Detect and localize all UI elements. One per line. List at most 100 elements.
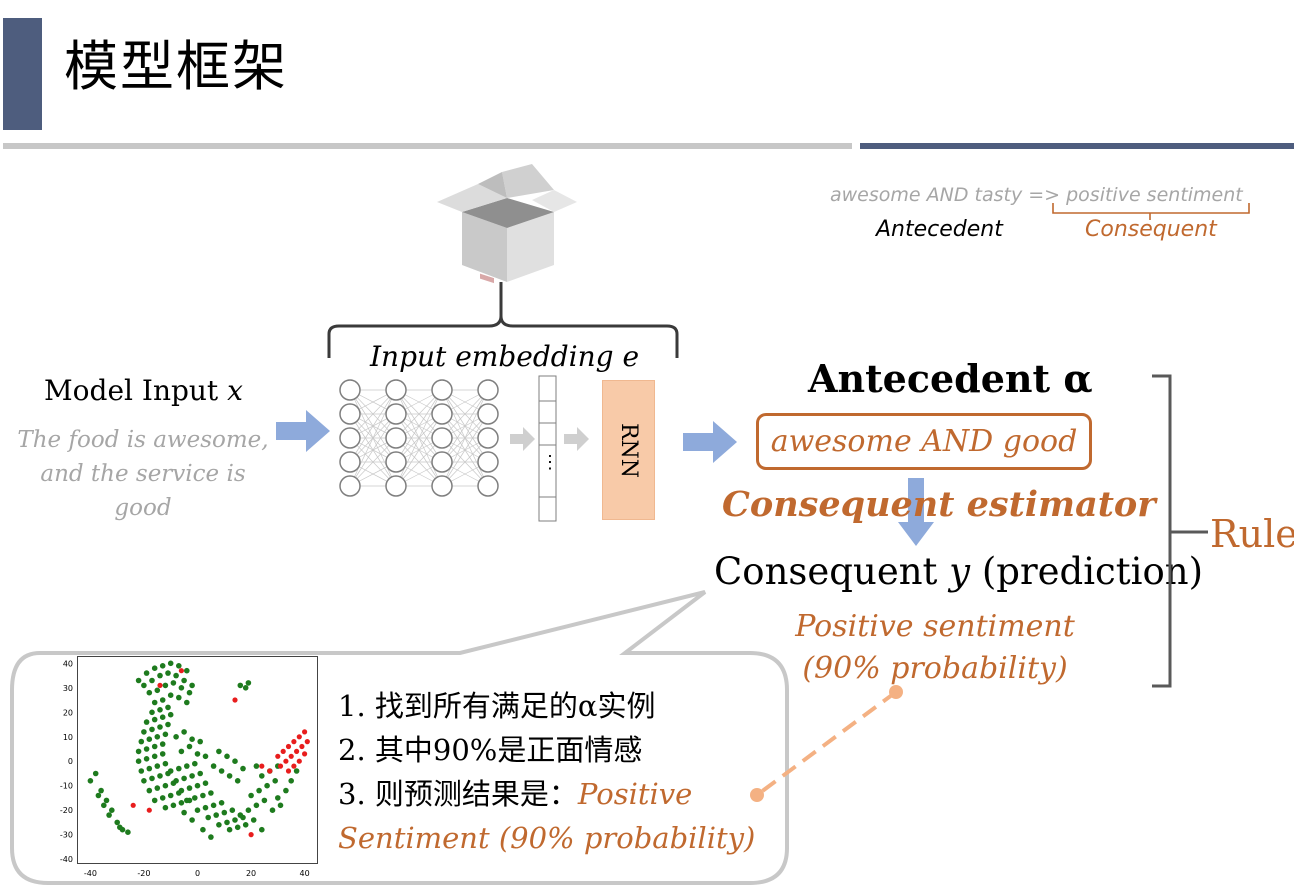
red-point bbox=[232, 697, 238, 703]
green-point bbox=[87, 778, 94, 784]
x-tick-label: -20 bbox=[137, 869, 150, 878]
green-point bbox=[154, 734, 161, 740]
green-point bbox=[125, 829, 131, 835]
green-point bbox=[184, 699, 190, 706]
nn-node bbox=[385, 451, 407, 473]
green-point bbox=[178, 787, 185, 794]
green-point bbox=[149, 775, 155, 782]
nn-node bbox=[431, 379, 453, 401]
green-point bbox=[181, 677, 187, 684]
green-point bbox=[146, 765, 153, 772]
green-point bbox=[143, 719, 150, 725]
green-point bbox=[240, 765, 246, 772]
green-point bbox=[159, 751, 166, 757]
green-point bbox=[167, 768, 174, 774]
example-sentence: The food is awesome, and the service is … bbox=[17, 427, 269, 521]
dashed-connector bbox=[750, 685, 903, 802]
green-point bbox=[186, 743, 193, 750]
green-point bbox=[143, 746, 150, 752]
red-point bbox=[296, 758, 302, 764]
green-point bbox=[135, 677, 142, 684]
step-3: 3. 则预测结果是：Positive bbox=[338, 777, 693, 811]
small-arrow-icon bbox=[564, 427, 589, 451]
green-point bbox=[167, 692, 174, 698]
green-point bbox=[162, 760, 169, 767]
green-point bbox=[208, 790, 214, 796]
green-point bbox=[202, 780, 209, 786]
green-point bbox=[151, 716, 158, 723]
green-point bbox=[159, 714, 166, 720]
nn-node bbox=[385, 379, 407, 401]
antecedent-title: Antecedent α bbox=[808, 356, 1093, 401]
green-point bbox=[178, 685, 185, 691]
red-point bbox=[288, 753, 294, 759]
green-point bbox=[181, 729, 187, 735]
green-point bbox=[253, 763, 260, 769]
step-1: 1. 找到所有满足的α实例 bbox=[338, 689, 656, 723]
green-point bbox=[141, 778, 147, 784]
green-point bbox=[143, 756, 150, 762]
green-point bbox=[189, 773, 195, 779]
green-point bbox=[226, 826, 233, 833]
y-tick-label: -40 bbox=[60, 855, 73, 864]
red-point bbox=[304, 739, 310, 745]
rule-bracket bbox=[1152, 374, 1208, 688]
vector-ellipsis: ⋮ bbox=[541, 452, 559, 473]
green-point bbox=[154, 785, 161, 791]
y-tick-label: 40 bbox=[63, 659, 73, 668]
red-point bbox=[146, 807, 152, 813]
nn-node bbox=[477, 427, 499, 449]
green-point bbox=[184, 763, 190, 769]
antecedent-caption: Antecedent bbox=[876, 217, 1003, 242]
green-point bbox=[205, 814, 211, 821]
green-point bbox=[92, 770, 99, 777]
y-tick-label: 10 bbox=[63, 733, 73, 742]
green-point bbox=[149, 709, 155, 716]
green-point bbox=[194, 807, 201, 813]
green-point bbox=[253, 802, 260, 809]
green-point bbox=[213, 812, 219, 818]
green-point bbox=[293, 768, 300, 774]
nn-node bbox=[339, 451, 361, 473]
green-point bbox=[200, 826, 206, 833]
consequent-estimator-label: Consequent estimator bbox=[722, 484, 1156, 525]
nn-node bbox=[385, 403, 407, 425]
nn-node bbox=[339, 403, 361, 425]
green-point bbox=[181, 809, 187, 816]
green-point bbox=[159, 795, 166, 801]
green-point bbox=[250, 817, 257, 823]
nn-node bbox=[339, 379, 361, 401]
green-point bbox=[283, 787, 289, 794]
green-point bbox=[200, 792, 206, 799]
green-point bbox=[208, 834, 214, 840]
green-point bbox=[202, 753, 209, 760]
black-box-icon bbox=[437, 164, 577, 284]
green-point bbox=[135, 748, 142, 755]
green-point bbox=[157, 672, 163, 679]
green-point bbox=[216, 822, 222, 828]
scatter-plot-frame bbox=[77, 656, 318, 864]
red-point bbox=[275, 753, 281, 759]
embedding-vector bbox=[538, 375, 557, 522]
green-point bbox=[232, 817, 238, 823]
green-point bbox=[210, 763, 217, 769]
y-tick-label: -10 bbox=[60, 782, 73, 791]
red-point bbox=[299, 743, 305, 750]
green-point bbox=[264, 782, 270, 789]
green-point bbox=[101, 802, 107, 809]
green-point bbox=[178, 748, 185, 755]
red-point bbox=[283, 758, 289, 764]
red-point bbox=[178, 668, 184, 674]
green-point bbox=[197, 738, 203, 745]
green-point bbox=[259, 773, 265, 779]
y-tick-label: 30 bbox=[63, 684, 73, 693]
green-point bbox=[259, 826, 265, 833]
green-point bbox=[224, 819, 230, 826]
header-divider-blue bbox=[860, 143, 1294, 149]
green-point bbox=[167, 792, 174, 799]
green-point bbox=[224, 753, 230, 760]
positive-sentiment-text: Positive sentiment (90% probability) bbox=[795, 609, 1075, 686]
green-point bbox=[237, 812, 244, 818]
embedding-label: Input embedding e bbox=[370, 340, 640, 373]
y-tick-label: -20 bbox=[60, 806, 73, 815]
